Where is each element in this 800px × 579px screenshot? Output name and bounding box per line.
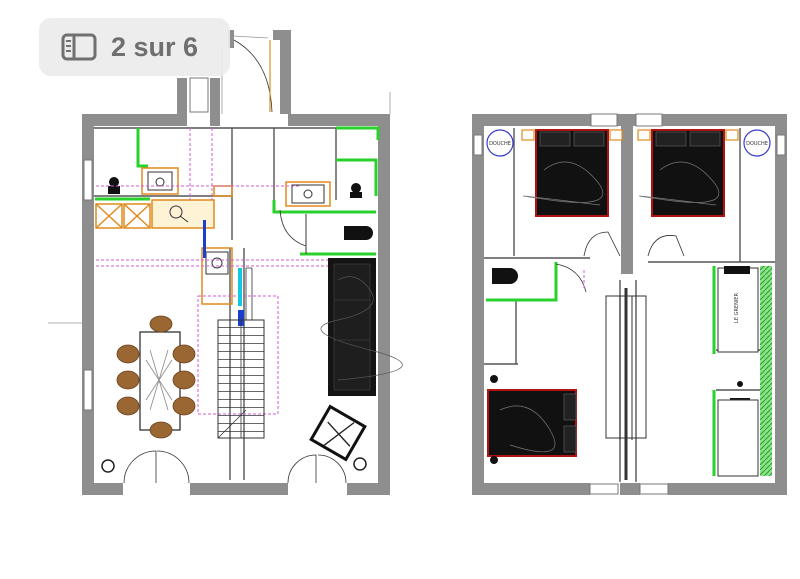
green-partitions bbox=[95, 126, 380, 256]
sofa bbox=[320, 258, 403, 396]
page-indicator-label: 2 sur 6 bbox=[111, 31, 199, 62]
upper-green-partitions bbox=[486, 262, 716, 476]
stair-void bbox=[605, 288, 647, 480]
floor-lamps bbox=[101, 457, 367, 473]
upper-door-swings bbox=[555, 231, 685, 293]
armchair bbox=[309, 404, 367, 462]
shower-plaque-2: DOUCHE bbox=[743, 129, 771, 157]
wardrobe-label: LE GRENIER bbox=[734, 293, 740, 323]
wc-door-swing bbox=[279, 209, 307, 247]
bedside-tables bbox=[521, 129, 739, 141]
sink-fixtures bbox=[147, 171, 325, 275]
wardrobe-hatch bbox=[760, 266, 772, 476]
sidebar-icon bbox=[61, 33, 97, 61]
ground-floor-plan bbox=[48, 30, 403, 495]
patio-doors bbox=[123, 450, 347, 484]
bed-2 bbox=[638, 129, 725, 217]
shower-plaque-1: DOUCHE bbox=[486, 129, 514, 157]
page-indicator[interactable]: 2 sur 6 bbox=[39, 18, 230, 76]
bed-1 bbox=[522, 129, 609, 217]
wc-fixtures bbox=[108, 177, 373, 240]
entrance-door-swing bbox=[233, 39, 273, 113]
staircase bbox=[217, 267, 265, 439]
upper-floor-plan: DOUCHE DOUCHE LE GRENIER bbox=[472, 113, 787, 495]
wardrobe: LE GRENIER bbox=[717, 266, 759, 477]
windows bbox=[83, 77, 209, 411]
stair-rail-fixtures bbox=[203, 220, 244, 326]
kitchen-cabinets bbox=[95, 167, 331, 305]
shower-label-1: DOUCHE bbox=[489, 141, 511, 147]
upper-wc bbox=[492, 268, 518, 284]
upper-windows bbox=[473, 113, 786, 495]
bed-3 bbox=[487, 389, 577, 457]
shower-label-2: DOUCHE bbox=[746, 141, 768, 147]
dining-chairs bbox=[116, 315, 196, 439]
exterior-walls-upper bbox=[472, 114, 787, 495]
